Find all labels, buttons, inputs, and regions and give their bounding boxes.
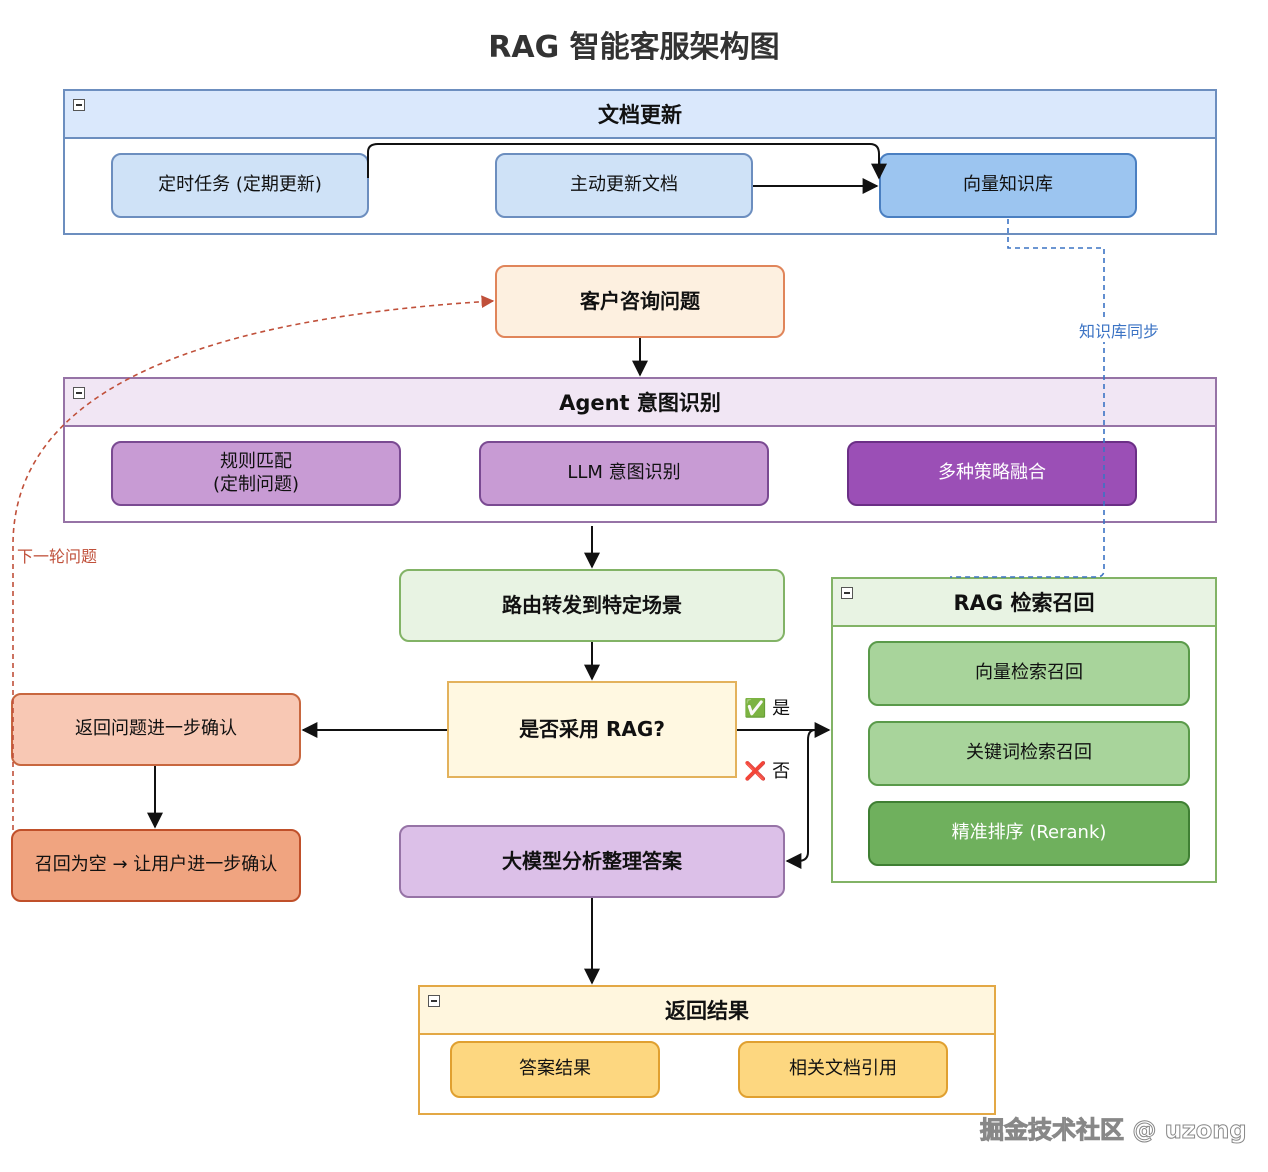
node-rule-match[interactable]: 规则匹配 (定制问题): [111, 441, 401, 506]
collapse-icon[interactable]: [841, 587, 853, 599]
node-scheduled-task-label: 定时任务 (定期更新): [158, 174, 322, 196]
label-yes-text: 是: [772, 698, 791, 719]
node-route[interactable]: 路由转发到特定场景: [399, 569, 785, 642]
label-no-text: 否: [772, 761, 791, 782]
node-return-confirm[interactable]: 返回问题进一步确认: [11, 693, 301, 766]
edge-kb-sync: [950, 219, 1105, 578]
edge-rag-to-llm: [785, 729, 816, 869]
label-next-round: 下一轮问题: [17, 543, 98, 567]
node-answer-result[interactable]: 答案结果: [450, 1041, 660, 1098]
group-doc-update-header: 文档更新: [65, 91, 1215, 139]
node-empty-recall-label: 召回为空 → 让用户进一步确认: [34, 854, 278, 876]
node-answer-result-label: 答案结果: [519, 1058, 591, 1080]
node-use-rag-label: 是否采用 RAG?: [519, 717, 665, 741]
node-llm-intent-label: LLM 意图识别: [567, 462, 681, 484]
label-no: ❌ 否: [744, 757, 790, 783]
node-doc-citation[interactable]: 相关文档引用: [738, 1041, 948, 1098]
node-return-confirm-label: 返回问题进一步确认: [75, 718, 237, 740]
node-rule-match-label-line2: (定制问题): [212, 473, 300, 495]
node-multi-strategy-label: 多种策略融合: [938, 462, 1046, 484]
node-llm-answer[interactable]: 大模型分析整理答案: [399, 825, 785, 898]
node-keyword-recall-label: 关键词检索召回: [966, 742, 1092, 764]
watermark: 掘金技术社区 @ uzong: [980, 1116, 1248, 1145]
group-result-header: 返回结果: [420, 987, 994, 1035]
node-customer-query[interactable]: 客户咨询问题: [495, 265, 785, 338]
node-vector-kb-label: 向量知识库: [963, 174, 1053, 196]
edge-scheduled-to-kb: [367, 143, 887, 180]
check-icon: ✅: [744, 698, 767, 719]
label-kb-sync: 知识库同步: [1079, 318, 1160, 342]
group-agent-title: Agent 意图识别: [559, 391, 721, 415]
node-scheduled-task[interactable]: 定时任务 (定期更新): [111, 153, 369, 218]
collapse-icon[interactable]: [73, 387, 85, 399]
node-vector-recall-label: 向量检索召回: [975, 662, 1083, 684]
node-empty-recall[interactable]: 召回为空 → 让用户进一步确认: [11, 829, 301, 902]
node-llm-answer-label: 大模型分析整理答案: [502, 849, 682, 873]
node-vector-kb[interactable]: 向量知识库: [879, 153, 1137, 218]
node-rerank-label: 精准排序 (Rerank): [951, 822, 1107, 844]
group-agent-header: Agent 意图识别: [65, 379, 1215, 427]
node-rerank[interactable]: 精准排序 (Rerank): [868, 801, 1190, 866]
node-route-label: 路由转发到特定场景: [502, 593, 682, 617]
node-llm-intent[interactable]: LLM 意图识别: [479, 441, 769, 506]
collapse-icon[interactable]: [73, 99, 85, 111]
edge-next-round: [12, 295, 495, 830]
node-doc-citation-label: 相关文档引用: [789, 1058, 897, 1080]
node-use-rag-decision[interactable]: 是否采用 RAG?: [447, 681, 737, 778]
node-active-update-label: 主动更新文档: [570, 174, 678, 196]
node-keyword-recall[interactable]: 关键词检索召回: [868, 721, 1190, 786]
group-result-title: 返回结果: [665, 999, 749, 1023]
node-active-update[interactable]: 主动更新文档: [495, 153, 753, 218]
node-multi-strategy[interactable]: 多种策略融合: [847, 441, 1137, 506]
node-rule-match-label-line1: 规则匹配: [220, 451, 292, 472]
node-vector-recall[interactable]: 向量检索召回: [868, 641, 1190, 706]
group-rag-title: RAG 检索召回: [953, 591, 1095, 615]
group-doc-update-title: 文档更新: [598, 103, 682, 127]
collapse-icon[interactable]: [428, 995, 440, 1007]
diagram-title: RAG 智能客服架构图: [488, 30, 780, 65]
cross-icon: ❌: [744, 761, 767, 782]
group-rag-header: RAG 检索召回: [833, 579, 1215, 627]
label-yes: ✅ 是: [744, 694, 790, 720]
node-customer-query-label: 客户咨询问题: [580, 289, 700, 313]
